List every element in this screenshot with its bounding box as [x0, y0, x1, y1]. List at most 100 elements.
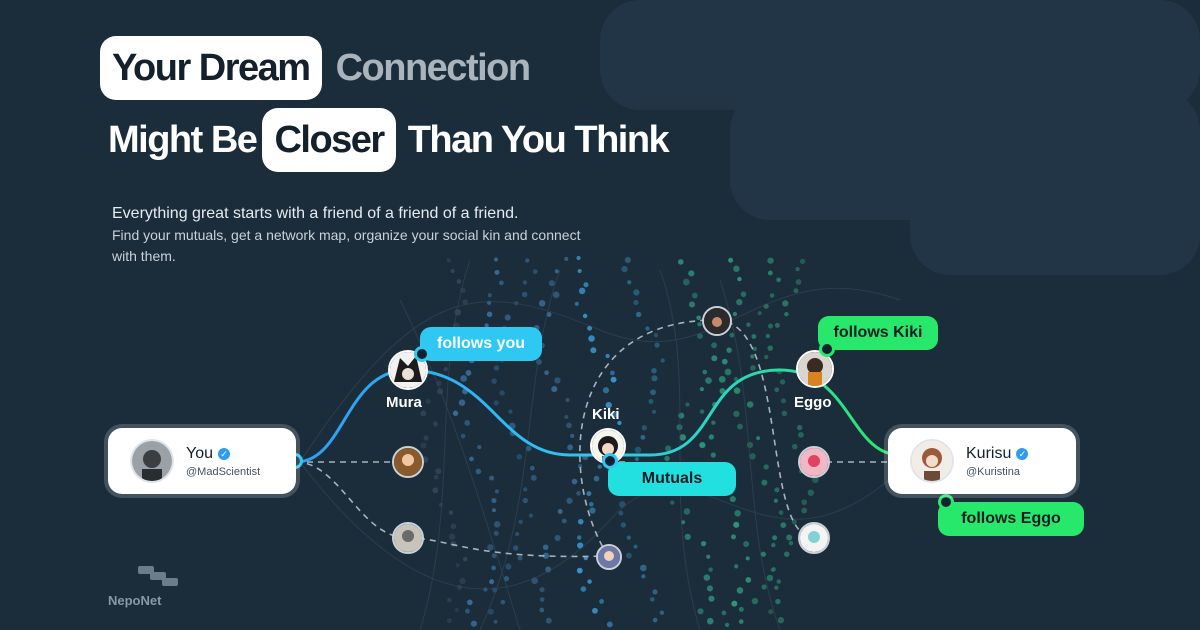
strand-dot	[500, 599, 506, 605]
strand-dot	[740, 291, 747, 298]
strand-dot	[724, 368, 732, 376]
profile-card-kurisu[interactable]: Kurisu ✓ @Kuristina	[888, 428, 1076, 494]
strand-dot	[699, 409, 705, 414]
strand-dot	[491, 553, 497, 559]
neponet-logo[interactable]: NepoNet	[108, 566, 180, 608]
strand-dot	[781, 410, 788, 417]
strand-dot	[508, 409, 513, 414]
strand-dot	[801, 507, 808, 514]
strand-dot	[652, 617, 658, 623]
strand-dot	[652, 589, 658, 595]
strand-dot	[745, 577, 752, 583]
strand-dot	[503, 575, 510, 582]
strand-dot	[733, 376, 739, 382]
strand-dot	[577, 268, 582, 274]
avatar-secondary-5[interactable]	[798, 446, 830, 478]
strand-dot	[635, 311, 642, 318]
strand-dot	[633, 299, 639, 306]
strand-dot	[660, 358, 665, 363]
logo-text: NepoNet	[108, 593, 162, 608]
strand-dot	[634, 456, 639, 462]
strand-dot	[605, 353, 610, 359]
strand-dot	[670, 500, 675, 505]
headline-line-1: Your Dream Connection	[100, 36, 531, 100]
strand-dot	[464, 419, 471, 426]
strand-dot	[749, 453, 756, 460]
strand-dot	[522, 280, 528, 285]
avatar-you	[130, 439, 174, 483]
strand-dot	[460, 375, 468, 382]
strand-dot	[729, 332, 735, 338]
decorative-blocks	[600, 0, 1200, 275]
strand-dot	[551, 386, 558, 393]
strand-dot	[746, 322, 751, 327]
strand-dot	[737, 276, 742, 282]
card-name-kurisu: Kurisu	[966, 444, 1012, 462]
strand-dot	[532, 269, 538, 275]
subtitle: Everything great starts with a friend of…	[112, 203, 632, 267]
strand-dot	[799, 258, 806, 264]
avatar-secondary-1[interactable]	[392, 446, 424, 478]
strand-dot	[454, 308, 462, 316]
avatar-secondary-2[interactable]	[392, 522, 424, 554]
strand-dot	[539, 587, 545, 593]
strand-dot	[700, 540, 707, 547]
strand-dot	[420, 442, 427, 449]
strand-dot	[706, 554, 711, 559]
strand-dot	[757, 311, 762, 316]
strand-dot	[548, 280, 555, 287]
strand-dot	[769, 293, 775, 298]
strand-dot	[703, 574, 711, 581]
strand-dot	[784, 311, 789, 317]
strand-dot	[774, 322, 780, 328]
avatar-eggo[interactable]	[796, 350, 834, 388]
strand-dot	[795, 279, 802, 285]
strand-dot	[605, 401, 612, 409]
strand-dot	[494, 257, 499, 262]
subtitle-rest: Find your mutuals, get a network map, or…	[112, 227, 581, 264]
strand-dot	[624, 256, 631, 264]
strand-dot	[432, 487, 439, 494]
strand-dot	[706, 617, 714, 625]
headline-highlight-1: Your Dream	[100, 36, 322, 100]
strand-dot	[521, 291, 528, 298]
connector-dot-mura	[414, 346, 430, 362]
strand-dot	[491, 508, 497, 513]
strand-dot	[736, 587, 744, 594]
avatar-secondary-3[interactable]	[702, 306, 732, 336]
strand-dot	[684, 533, 691, 540]
profile-card-you[interactable]: You ✓ @MadScientist	[108, 428, 296, 494]
strand-dot	[620, 522, 627, 528]
strand-dot	[456, 279, 462, 284]
strand-dot	[650, 389, 657, 396]
headline-word-end: Than You Think	[407, 118, 670, 161]
strand-dot	[552, 291, 560, 299]
avatar-secondary-4[interactable]	[596, 544, 622, 570]
strand-dot	[641, 574, 646, 579]
strand-dot	[515, 531, 520, 537]
strand-dot	[640, 434, 646, 440]
strand-dot	[487, 608, 494, 615]
strand-dot	[685, 402, 690, 407]
strand-dot	[544, 370, 549, 376]
strand-dot	[733, 265, 740, 273]
strand-dot	[545, 617, 552, 624]
strand-dot	[697, 608, 704, 615]
strand-dot	[796, 424, 803, 431]
strand-dot	[432, 421, 439, 427]
strand-dot	[469, 456, 474, 462]
strand-dot	[767, 270, 773, 276]
avatar-icon	[394, 524, 422, 552]
strand-dot	[557, 509, 563, 514]
strand-dot	[516, 453, 523, 460]
avatar-secondary-6[interactable]	[798, 522, 830, 554]
strand-dot	[774, 387, 780, 393]
strand-dot	[593, 475, 600, 482]
strand-dot	[711, 420, 716, 425]
strand-dot	[484, 323, 489, 328]
subtitle-main: Everything great starts with a friend of…	[112, 205, 519, 222]
strand-dot	[517, 555, 523, 561]
avatar-icon	[704, 308, 730, 334]
strand-dot	[751, 597, 759, 605]
